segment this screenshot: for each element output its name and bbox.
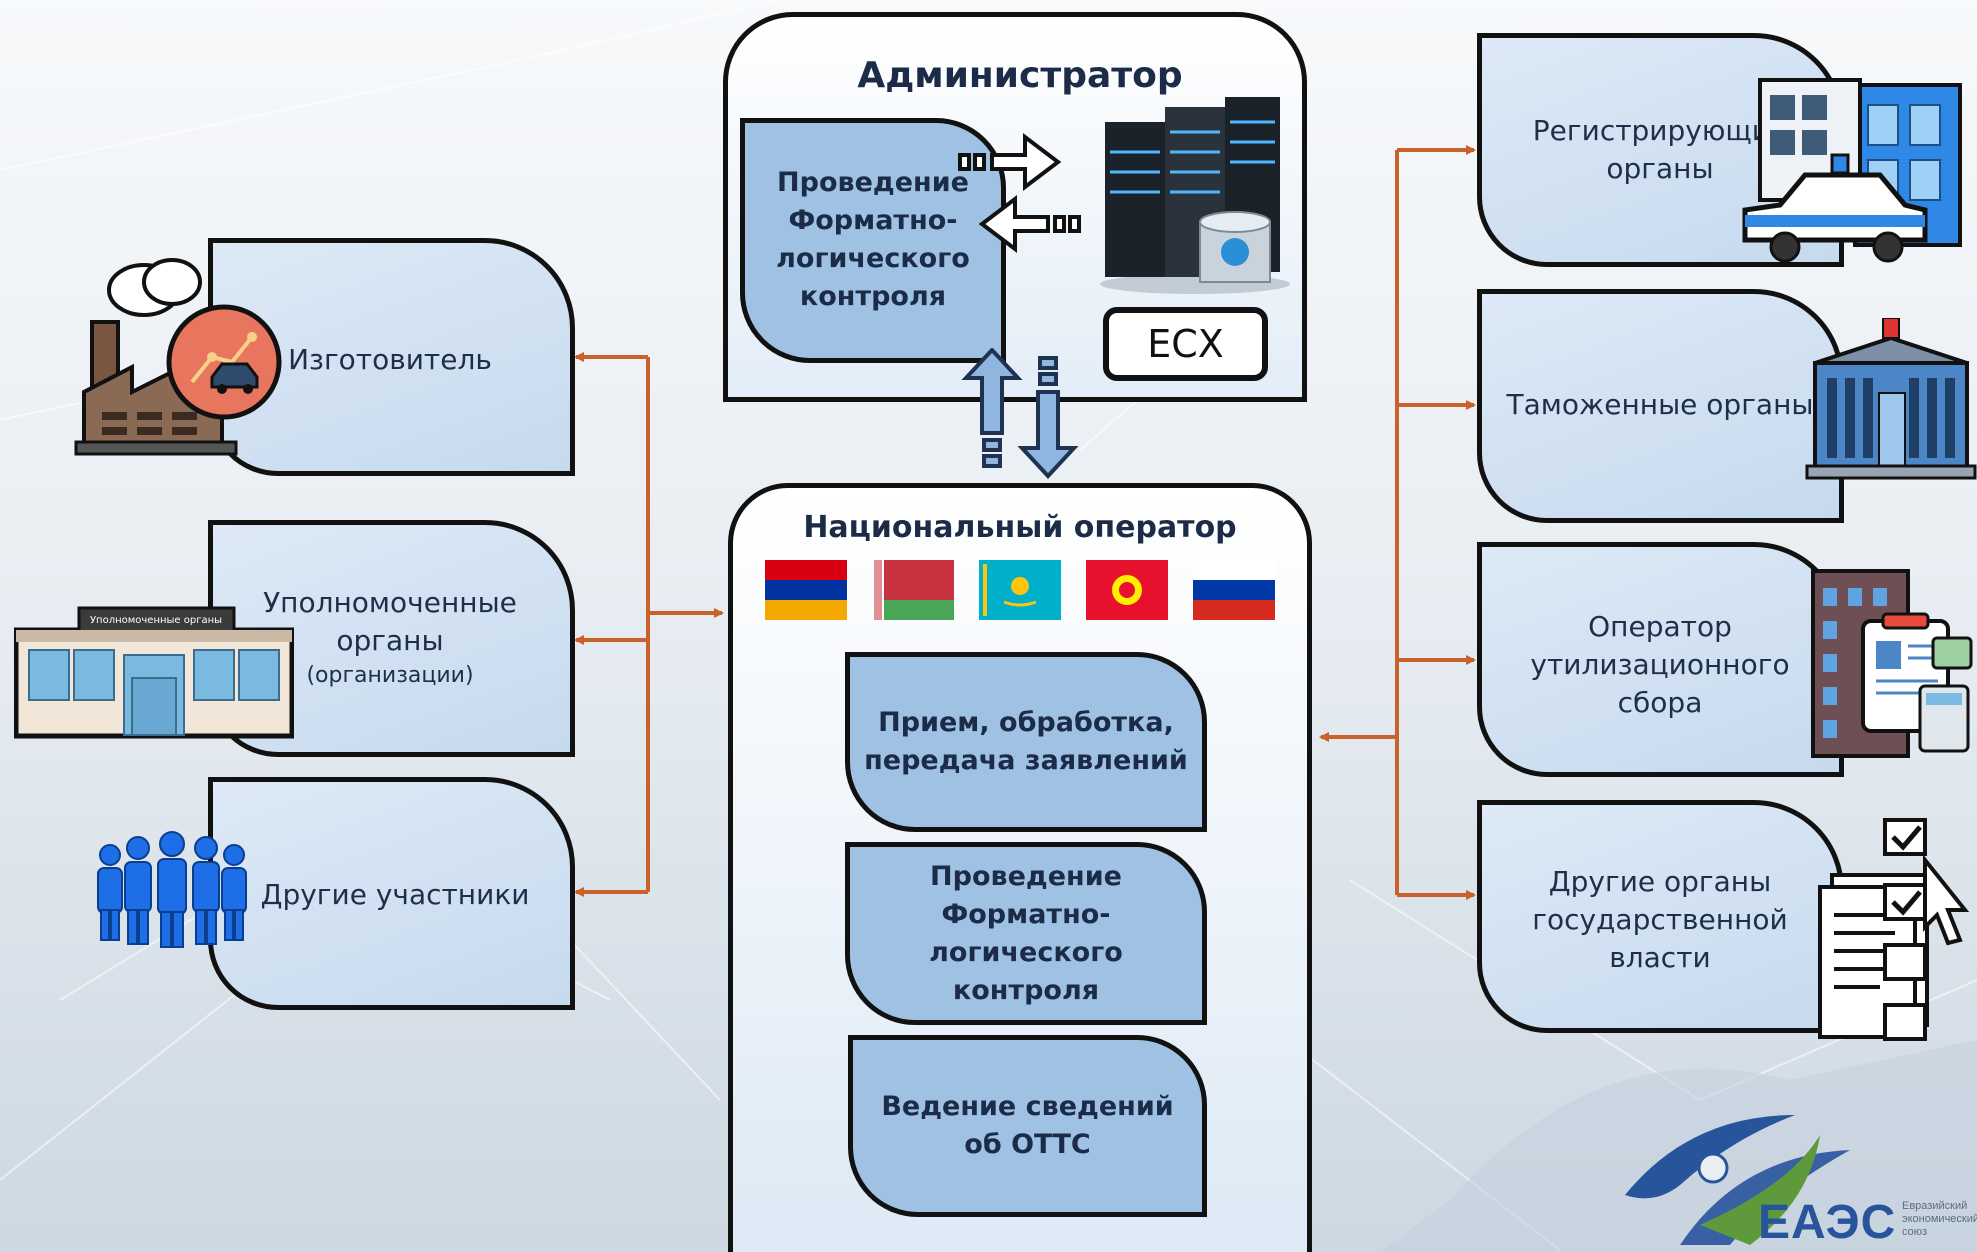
label-registriruyushchie: Регистрирующие органы bbox=[1532, 114, 1788, 185]
document-building-icon bbox=[1811, 569, 1973, 758]
admin-flk-text: Проведение Форматно- логического контрол… bbox=[776, 167, 970, 312]
admin-exchange-arrows bbox=[958, 132, 1081, 254]
office-building-icon bbox=[14, 606, 294, 739]
police-building-icon bbox=[1742, 78, 1962, 263]
national-box-1 bbox=[845, 652, 1207, 832]
label-upolnomochennye: Уполномоченные органы bbox=[263, 586, 517, 657]
ecx-box bbox=[1103, 307, 1268, 381]
checklist-icon bbox=[1818, 818, 1970, 1041]
national-box-2-text: Проведение Форматно- логического контрол… bbox=[929, 860, 1123, 1006]
flag-belarus-icon bbox=[872, 560, 954, 620]
customs-building-icon bbox=[1805, 318, 1977, 480]
flag-kyrgyzstan-icon bbox=[1086, 560, 1168, 620]
server-icon bbox=[1100, 97, 1290, 294]
eaeu-logo-icon bbox=[1625, 1115, 1850, 1245]
national-box-1-text: Прием, обработка, передача заявлений bbox=[864, 707, 1188, 776]
ecx-label: ЕСХ bbox=[1147, 322, 1224, 366]
vertical-exchange-arrows bbox=[961, 348, 1079, 479]
label-drugie-organy: Другие органы государственной власти bbox=[1532, 865, 1788, 974]
national-operator-title: Национальный оператор bbox=[803, 510, 1237, 545]
eaeu-logo-caption: Евразийский экономический союз bbox=[1902, 1200, 1977, 1238]
label-tamozhennye: Таможенные органы bbox=[1506, 388, 1814, 421]
card-operator-util bbox=[1477, 542, 1844, 777]
card-drugie-organy bbox=[1477, 800, 1844, 1033]
member-flags bbox=[765, 560, 1275, 620]
label-izgotovitel: Изготовитель bbox=[288, 343, 492, 376]
people-group-icon bbox=[97, 831, 247, 948]
label-upolnomochennye-sub: (организации) bbox=[306, 663, 474, 688]
factory-icon bbox=[74, 258, 282, 456]
administrator-title: Администратор bbox=[857, 55, 1183, 96]
national-box-3 bbox=[848, 1035, 1207, 1217]
national-box-2 bbox=[845, 842, 1207, 1025]
flag-armenia-icon bbox=[765, 560, 847, 620]
national-box-3-text: Ведение сведений об ОТТС bbox=[881, 1091, 1174, 1160]
eaeu-logo-abbr: ЕАЭС bbox=[1758, 1196, 1897, 1249]
building-sign-text: Уполномоченные органы bbox=[89, 615, 223, 626]
flag-russia-icon bbox=[1193, 560, 1275, 620]
flag-kazakhstan-icon bbox=[979, 560, 1061, 620]
label-drugie-uchastniki: Другие участники bbox=[260, 878, 530, 911]
label-operator-util: Оператор утилизационного сбора bbox=[1530, 610, 1790, 719]
